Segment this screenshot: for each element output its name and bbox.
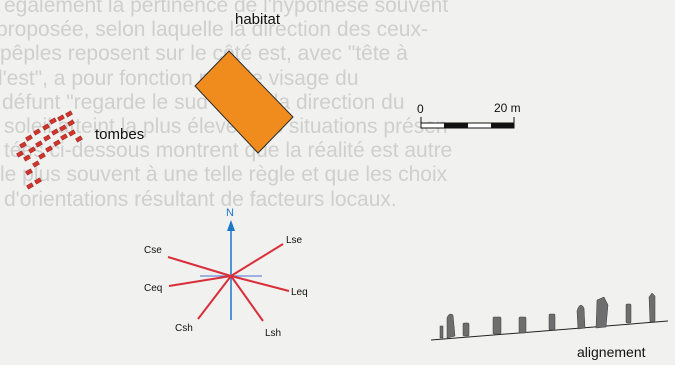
- background-text-line: proposée, selon laquelle la direction de…: [0, 18, 428, 42]
- rose-label-ceq: Ceq: [144, 283, 163, 294]
- tomb: [49, 117, 57, 125]
- tomb: [60, 133, 68, 141]
- rose-label-lsh: Lsh: [265, 328, 282, 339]
- background-text-line: soleil atteint la plus élevé. Les situat…: [4, 114, 455, 138]
- standing-stone: [462, 322, 470, 337]
- rose-label-csh: Csh: [175, 323, 193, 334]
- standing-stone: [648, 292, 656, 323]
- background-text-line: d'orientations résultant de facteurs loc…: [4, 187, 397, 211]
- habitat-label: habitat: [235, 11, 281, 28]
- alignement: [430, 292, 669, 341]
- tombes-label: tombes: [95, 126, 145, 143]
- standing-stone: [548, 313, 556, 331]
- tomb: [16, 150, 24, 158]
- tomb: [25, 134, 33, 142]
- tomb: [25, 168, 33, 176]
- standing-stone: [625, 303, 632, 324]
- tomb: [23, 154, 31, 162]
- tomb: [59, 124, 67, 132]
- tomb: [65, 110, 73, 118]
- tomb: [33, 128, 41, 136]
- tomb: [19, 141, 27, 149]
- tomb: [57, 114, 65, 122]
- tomb: [68, 129, 76, 137]
- alignement-label: alignement: [577, 344, 646, 360]
- tomb: [38, 152, 46, 160]
- rose-line-csh: [197, 275, 232, 320]
- standing-stone: [439, 325, 444, 339]
- background-text-line: défunt "regarde le sud", dont la directi…: [2, 90, 405, 114]
- background-text-line: tées ci-dessous montrent que la réalité …: [4, 139, 453, 163]
- rose-label-cse: Cse: [144, 245, 162, 256]
- ground-line: [430, 320, 669, 341]
- background-text-line: le plus souvent à une telle règle et que…: [0, 163, 448, 187]
- rose-line-ceq: [168, 275, 232, 287]
- north-label: N: [226, 207, 234, 219]
- tomb: [42, 123, 50, 131]
- rose-label-leq: Leq: [291, 287, 308, 298]
- rose-line-cse: [167, 256, 232, 277]
- rose-line-leq: [230, 275, 290, 292]
- tombes-cluster: [16, 110, 83, 190]
- tomb: [67, 119, 75, 127]
- standing-stone: [446, 313, 456, 339]
- tomb: [32, 160, 40, 168]
- background-text: également la pertinence de l'hypothèse s…: [0, 0, 455, 211]
- scale-bar-segment: [444, 123, 468, 128]
- tomb: [35, 140, 43, 148]
- scale-bar-start-label: 0: [417, 102, 424, 116]
- tomb: [45, 145, 53, 153]
- tomb: [51, 128, 59, 136]
- north-arrow-head: [227, 220, 235, 231]
- scale-bar: [420, 117, 515, 129]
- tomb: [53, 139, 61, 147]
- background-text-line: également la pertinence de l'hypothèse s…: [4, 0, 449, 17]
- standing-stone: [595, 296, 609, 329]
- tomb: [43, 134, 51, 142]
- rose-label-lse: Lse: [286, 235, 303, 246]
- background-text-line: pêples reposent sur le côté est, avec "t…: [0, 42, 408, 66]
- standing-stone: [576, 304, 586, 330]
- background-text-line: l'est", a pour fonction pour le visage d…: [0, 66, 359, 90]
- tomb: [34, 177, 42, 185]
- standing-stone: [518, 316, 527, 334]
- tomb: [26, 182, 34, 190]
- rose-line-lse: [230, 243, 284, 277]
- scale-bar-segment: [491, 123, 514, 128]
- scale-bar-end-label: 20 m: [494, 101, 521, 115]
- tomb: [75, 135, 83, 143]
- standing-stone: [492, 316, 502, 335]
- rose-line-lsh: [230, 275, 264, 322]
- orientation-rose: [167, 220, 290, 322]
- tomb: [28, 146, 36, 154]
- habitat-shape: [194, 50, 294, 154]
